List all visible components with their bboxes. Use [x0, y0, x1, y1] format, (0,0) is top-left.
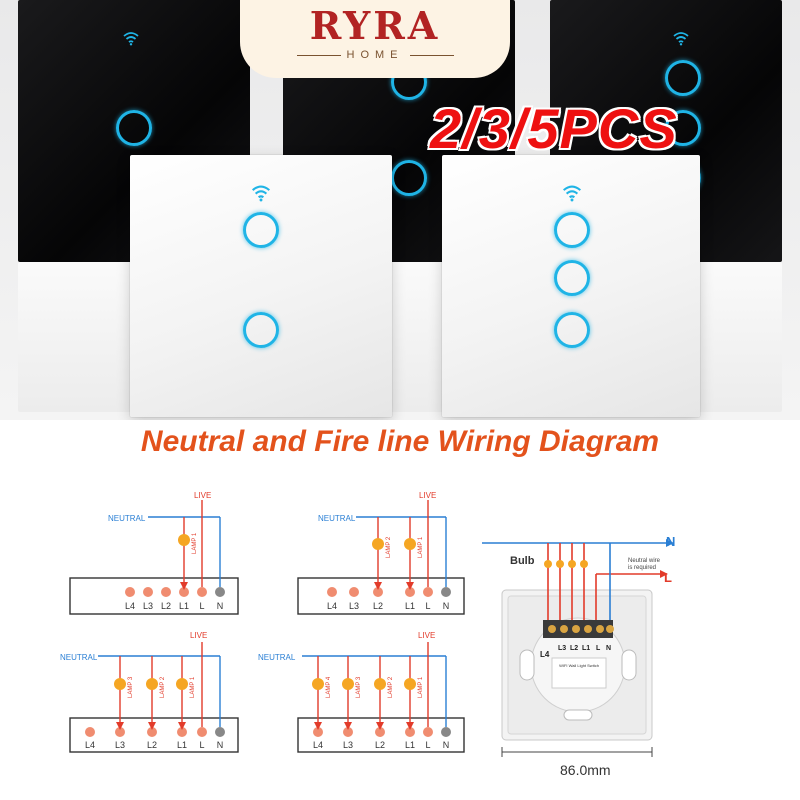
touch-button [243, 312, 279, 348]
lamp-label: LAMP 2 [386, 536, 392, 558]
quantity-promo: 2/3/5PCS [430, 97, 678, 160]
terminal-label: N [443, 740, 450, 750]
brand-name: RYRA [309, 3, 441, 48]
live-label: LIVE [194, 491, 211, 500]
neutral-note: Neutral wire [628, 558, 661, 564]
wifi-icon [562, 185, 582, 202]
terminal-label: L4 [327, 601, 337, 611]
wiring-diagram-4gang: L4 L3 L2 L1 L N NEUTRAL LIVE LAMP 4 LAMP… [258, 631, 465, 753]
terminal-label: L3 [349, 601, 359, 611]
touch-button [665, 60, 701, 96]
live-label: LIVE [190, 631, 207, 640]
switch-panel-white-3gang [442, 155, 700, 417]
wifi-icon [251, 185, 271, 202]
touch-button [665, 110, 701, 146]
lamp-label: LAMP 1 [418, 676, 424, 698]
lamp-label: LAMP 2 [388, 676, 394, 698]
neutral-terminal-label: N [666, 534, 675, 549]
terminal-label: L3 [115, 740, 125, 750]
terminal-label: N [217, 740, 224, 750]
terminal-label: L [199, 601, 204, 611]
terminal-label: N [443, 601, 450, 611]
touch-button [554, 260, 590, 296]
live-label: LIVE [419, 491, 436, 500]
live-label: LIVE [418, 631, 435, 640]
wiring-diagram-3gang: L4 L3 L2 L1 L N NEUTRAL LIVE LAMP 3 LAMP… [60, 631, 239, 753]
diagram-title: Neutral and Fire line Wiring Diagram [140, 425, 660, 458]
neutral-note: is required [628, 565, 656, 571]
lamp-label: LAMP 2 [160, 676, 166, 698]
terminal-label: N [217, 601, 224, 611]
terminal-label: L1 [177, 740, 187, 750]
terminal-label: L [425, 601, 430, 611]
terminal-label: L [596, 645, 601, 652]
terminal-label: L3 [143, 601, 153, 611]
touch-button [116, 110, 152, 146]
touch-button [554, 312, 590, 348]
terminal-label: L [199, 740, 204, 750]
neutral-label: NEUTRAL [258, 653, 296, 662]
terminal-label: L1 [405, 740, 415, 750]
wifi-icon [673, 32, 689, 46]
terminal-label: N [606, 645, 611, 652]
lamp-label: LAMP 4 [326, 676, 332, 698]
terminal-label: L3 [558, 645, 566, 652]
live-terminal-label: L [664, 570, 672, 585]
terminal-label: L2 [373, 601, 383, 611]
terminal-label: L2 [570, 645, 578, 652]
terminal-label: L1 [582, 645, 590, 652]
product-photo: RYRA HOME 2/3/5PCS [0, 0, 800, 420]
terminal-label: L2 [147, 740, 157, 750]
lamp-label: LAMP 1 [192, 532, 198, 554]
switch-panel-white-2gang [130, 155, 392, 417]
switch-back-photo: N L Bulb Neutral wire is required L4 L3 … [482, 534, 675, 757]
product-label: WIFI Wall Light Switch [559, 663, 599, 668]
brand-subtitle: HOME [346, 49, 404, 61]
lamp-label: LAMP 3 [128, 676, 134, 698]
neutral-label: NEUTRAL [318, 514, 356, 523]
terminal-label: L3 [343, 740, 353, 750]
dimension-label: 86.0mm [560, 762, 611, 778]
touch-button [554, 212, 590, 248]
neutral-label: NEUTRAL [108, 514, 146, 523]
wifi-icon [123, 32, 139, 46]
wiring-diagram-2gang: L4 L3 L2 L1 L N NEUTRAL LIVE LAMP 2 LAMP… [297, 491, 465, 615]
terminal-label: L4 [125, 601, 135, 611]
terminal-label: L4 [313, 740, 323, 750]
wiring-diagrams: L4 L3 L2 L1 L N NEUTRAL LIVE LAMP 1 L4 L… [60, 491, 675, 757]
brand-logo: RYRA HOME [240, 0, 510, 78]
terminal-label: L2 [375, 740, 385, 750]
wiring-diagram-1gang: L4 L3 L2 L1 L N NEUTRAL LIVE LAMP 1 [69, 491, 239, 615]
lamp-label: LAMP 3 [356, 676, 362, 698]
terminal-label: L4 [85, 740, 95, 750]
terminal-label: L4 [540, 650, 550, 659]
terminal-label: L1 [405, 601, 415, 611]
terminal-label: L2 [161, 601, 171, 611]
neutral-label: NEUTRAL [60, 653, 98, 662]
lamp-label: LAMP 1 [190, 676, 196, 698]
terminal-label: L [425, 740, 430, 750]
touch-button [243, 212, 279, 248]
terminal-label: L1 [179, 601, 189, 611]
touch-button [391, 160, 427, 196]
bulb-label: Bulb [510, 555, 535, 567]
lamp-label: LAMP 1 [418, 536, 424, 558]
